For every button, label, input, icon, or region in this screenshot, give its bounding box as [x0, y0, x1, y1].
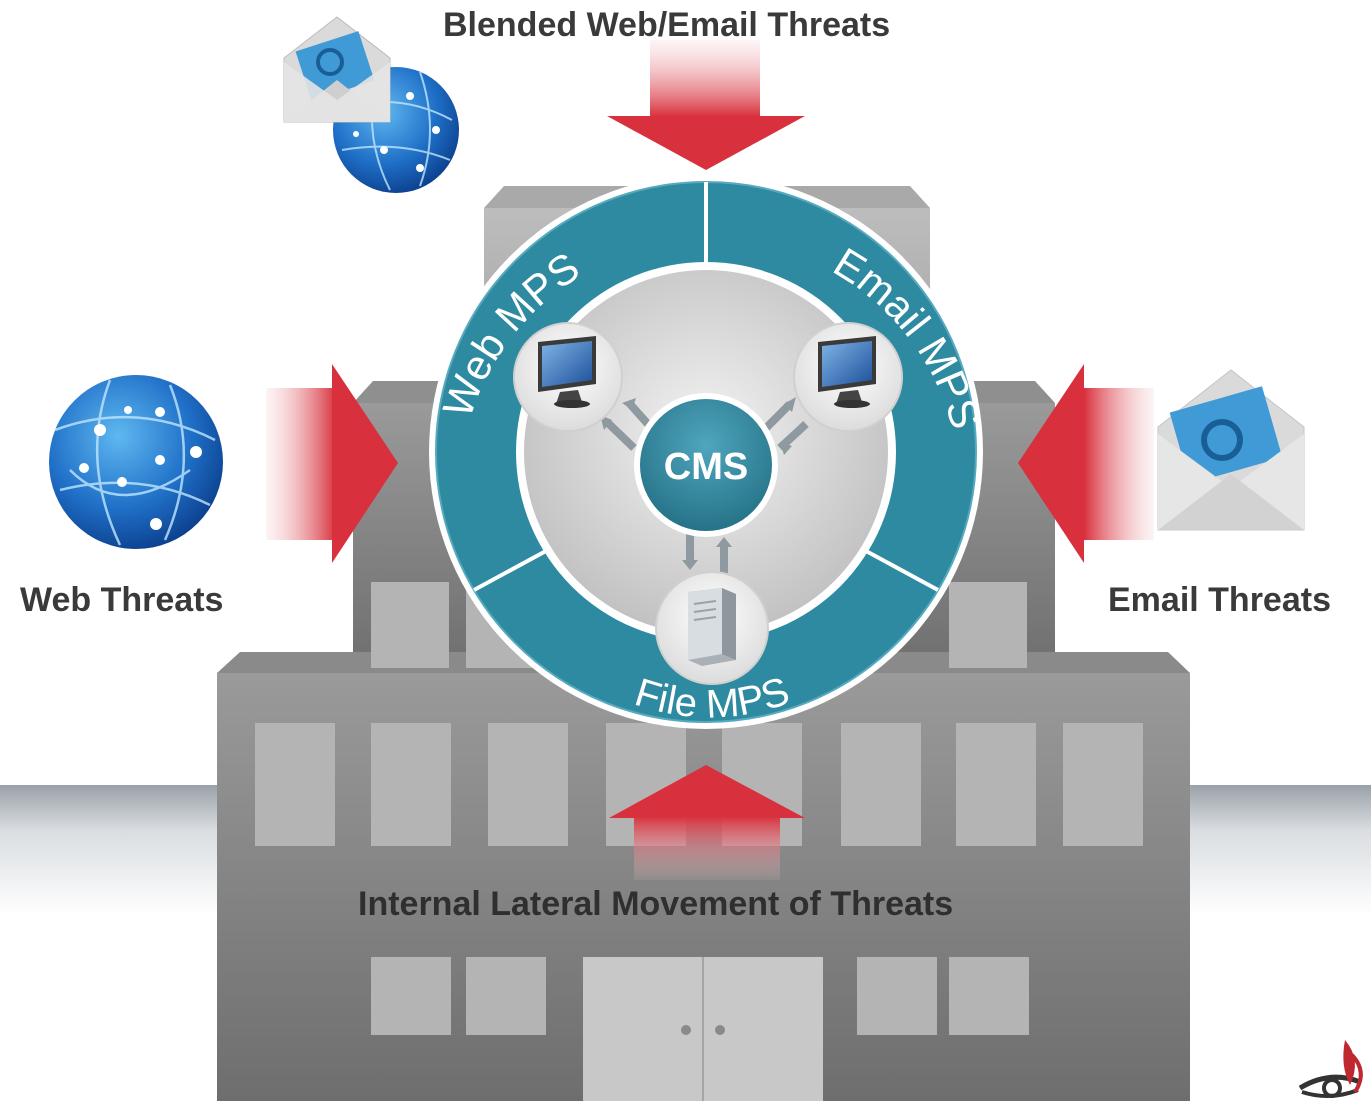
window — [371, 723, 451, 846]
arrow-left — [266, 364, 398, 563]
server-icon — [688, 588, 736, 666]
window — [857, 957, 937, 1035]
email-threats-label: Email Threats — [1108, 581, 1331, 619]
email-envelope-icon — [283, 16, 391, 123]
arrow-top — [607, 40, 805, 170]
email-monitor-node — [793, 322, 903, 432]
window — [841, 723, 921, 846]
window — [956, 723, 1036, 846]
window — [949, 582, 1027, 668]
window — [371, 957, 451, 1035]
window — [371, 582, 449, 668]
cms-node: CMS — [634, 393, 778, 537]
window — [466, 957, 546, 1035]
computer-monitor-icon — [818, 336, 876, 408]
file-server-node — [655, 571, 769, 685]
logo-icon — [1298, 1040, 1363, 1098]
cms-label: CMS — [664, 446, 748, 488]
door — [583, 957, 823, 1101]
web-threats-label: Web Threats — [20, 581, 224, 619]
arrow-right — [1018, 364, 1154, 563]
globe-icon — [49, 375, 223, 549]
window — [949, 957, 1029, 1035]
email-envelope-icon — [1157, 369, 1305, 531]
computer-monitor-icon — [538, 336, 596, 408]
window — [488, 723, 568, 846]
window — [255, 723, 335, 846]
blended-threats-label: Blended Web/Email Threats — [443, 6, 891, 44]
blended-threat-icons — [283, 16, 459, 193]
internal-threats-label: Internal Lateral Movement of Threats — [358, 885, 954, 923]
web-monitor-node — [513, 322, 623, 432]
arrow-bottom — [609, 765, 805, 880]
window — [1063, 723, 1143, 846]
